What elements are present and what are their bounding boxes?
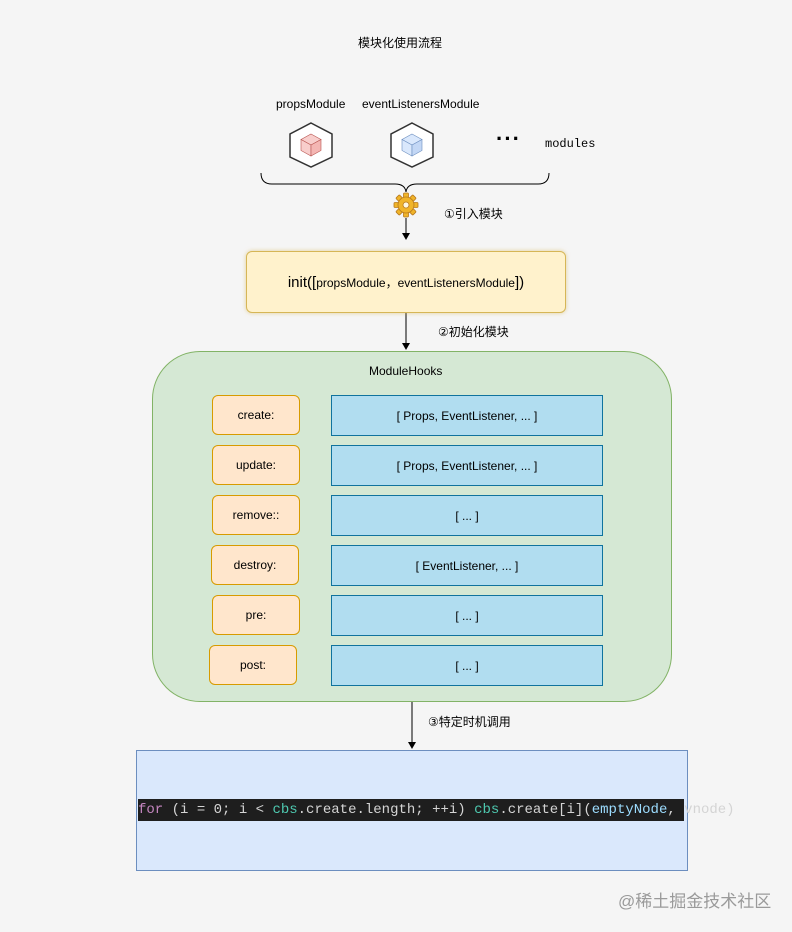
init-call-box: init([ propsModule，eventListenersModule …	[246, 251, 566, 313]
props-module-label: propsModule	[276, 97, 346, 111]
hook-key-remove: remove::	[212, 495, 300, 535]
hook-key-update: update:	[212, 445, 300, 485]
hook-value-post: [ ... ]	[331, 645, 603, 686]
hook-value-pre: [ ... ]	[331, 595, 603, 636]
step3-label: ③特定时机调用	[428, 715, 511, 729]
hook-key-pre: pre:	[212, 595, 300, 635]
code-text: (i = 0; i <	[163, 802, 273, 818]
hook-value-remove: [ ... ]	[331, 495, 603, 536]
more-modules-ellipsis: ···	[496, 126, 521, 151]
code-text: , vnode)	[667, 802, 735, 818]
event-listeners-module-label: eventListenersModule	[362, 97, 480, 111]
event-listeners-module-cube-icon	[390, 122, 434, 168]
init-prefix: init([	[287, 273, 317, 291]
diagram-title: 模块化使用流程	[358, 36, 443, 50]
step2-label: ②初始化模块	[438, 325, 509, 339]
init-suffix: ])	[514, 273, 525, 291]
props-module-cube-icon	[289, 122, 333, 168]
hook-value-update: [ Props, EventListener, ... ]	[331, 445, 603, 486]
code-keyword-for: for	[138, 802, 164, 818]
module-hooks-title: ModuleHooks	[369, 364, 443, 378]
gear-icon	[393, 192, 419, 218]
hook-value-destroy: [ EventListener, ... ]	[331, 545, 603, 586]
step1-label: ①引入模块	[444, 207, 503, 221]
code-text: .create[i](	[499, 802, 592, 818]
code-empty-node: emptyNode	[591, 802, 668, 818]
code-text: .create.length; ++i)	[297, 802, 475, 818]
hook-key-destroy: destroy:	[211, 545, 299, 585]
init-args: propsModule，eventListenersModule	[316, 275, 515, 290]
code-line: for (i = 0; i < cbs.create.length; ++i) …	[138, 799, 735, 821]
code-cbs: cbs	[474, 802, 500, 818]
watermark: @稀土掘金技术社区	[618, 892, 772, 911]
hook-value-create: [ Props, EventListener, ... ]	[331, 395, 603, 436]
hook-key-post: post:	[209, 645, 297, 685]
code-cbs: cbs	[272, 802, 298, 818]
modules-label: modules	[545, 137, 596, 151]
hook-key-create: create:	[212, 395, 300, 435]
